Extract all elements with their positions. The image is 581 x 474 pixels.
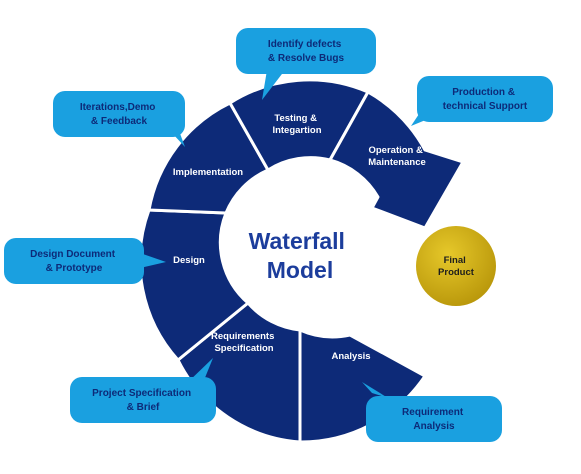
svg-text:Project Specification &: Project Specification & Brief	[92, 388, 194, 413]
callout-project-specification: Project Specification & Brief	[70, 358, 216, 423]
segment-operation-maintenance	[328, 90, 465, 230]
segment-label-testing: Testing & Integartion	[272, 113, 321, 136]
segment-label-analysis: Analysis	[331, 351, 370, 362]
callout-identify-defects: Identify defects & Resolve Bugs	[236, 28, 376, 100]
segment-label-design: Design	[173, 255, 205, 266]
final-product: Final Product	[416, 226, 496, 306]
waterfall-ring	[138, 78, 465, 444]
svg-text:Identify defects & Resol: Identify defects & Resolve Bugs	[268, 39, 345, 64]
segment-implementation	[147, 101, 270, 215]
final-product-label: Final Product	[438, 255, 475, 278]
callout-iterations-demo: Iterations,Demo & Feedback	[53, 91, 185, 147]
svg-text:Iterations,Demo & Feedba: Iterations,Demo & Feedback	[80, 102, 158, 127]
svg-text:Requirement Analysis: Requirement Analysis	[402, 407, 466, 432]
callout-production-support: Production & technical Support	[411, 76, 553, 126]
callout-requirement-analysis: Requirement Analysis	[362, 382, 502, 442]
segment-testing-integration	[228, 78, 370, 172]
segment-label-operation: Operation & Maintenance	[368, 145, 426, 168]
segment-label-requirements: Requirements Specification	[211, 331, 277, 354]
final-product-circle	[416, 226, 496, 306]
svg-text:Production & technical S: Production & technical Support	[443, 87, 528, 112]
segment-label-implementation: Implementation	[173, 167, 243, 178]
callout-design-document: Design Document & Prototype	[4, 238, 166, 284]
center-title: Waterfall Model	[249, 228, 352, 283]
svg-text:Design Document & Protot: Design Document & Prototype	[30, 249, 118, 274]
